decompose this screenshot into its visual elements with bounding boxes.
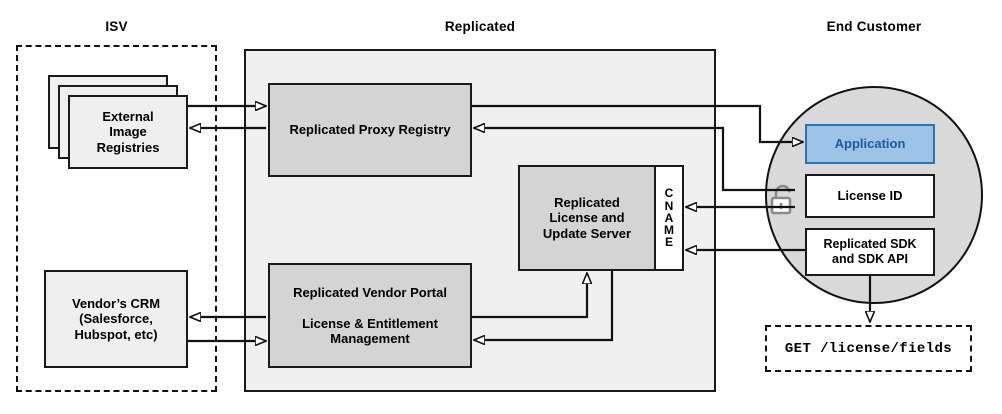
license-id-label: License ID — [837, 188, 903, 204]
replicated-sdk-box[interactable]: Replicated SDK and SDK API — [805, 228, 935, 276]
cname-letter-e: E — [664, 235, 673, 250]
external-image-registries[interactable]: External Image Registries — [48, 75, 188, 169]
vendor-portal-line-1: Replicated Vendor Portal — [293, 284, 447, 300]
cname-letter-c: C — [664, 186, 674, 201]
group-label-end-customer: End Customer — [826, 19, 922, 34]
crm-line-1: Vendor’s CRM — [71, 296, 161, 311]
edge-application-to-proxy — [474, 128, 795, 192]
stack-sheet-front: External Image Registries — [68, 95, 188, 169]
edge-vendor-portal-to-license-server — [472, 273, 587, 319]
replicated-vendor-portal[interactable]: Replicated Vendor Portal License & Entit… — [268, 263, 472, 368]
cname-letter-a: A — [664, 210, 674, 225]
application-box[interactable]: Application — [805, 124, 935, 164]
replicated-license-update-server[interactable]: Replicated License and Update Server — [518, 165, 656, 271]
replicated-proxy-registry[interactable]: Replicated Proxy Registry — [268, 83, 472, 177]
sdk-line-2: and SDK API — [832, 252, 908, 266]
license-server-line-2: License and — [549, 210, 625, 226]
license-server-line-3: Update Server — [542, 225, 632, 241]
crm-line-3: Hubspot, etc) — [74, 326, 158, 342]
group-container-isv — [16, 45, 217, 392]
sdk-line-1: Replicated SDK — [823, 237, 917, 252]
registries-line-3: Registries — [96, 139, 160, 155]
edge-proxy-to-application — [472, 104, 803, 142]
vendor-portal-line-2: License & Entitlement — [302, 315, 438, 331]
vendors-crm[interactable]: Vendor’s CRM (Salesforce, Hubspot, etc) — [44, 270, 188, 368]
group-label-isv: ISV — [105, 19, 128, 34]
license-server-line-1: Replicated — [554, 195, 620, 210]
application-label: Application — [834, 136, 906, 152]
cname-letter-m: M — [664, 223, 674, 238]
group-label-replicated: Replicated — [444, 19, 516, 34]
proxy-registry-label: Replicated Proxy Registry — [289, 122, 451, 138]
cname-strip[interactable]: C N A M E — [656, 165, 684, 271]
registries-line-2: Image — [109, 124, 147, 140]
api-request-label: GET /license/fields — [784, 340, 953, 357]
cname-letter-n: N — [664, 198, 674, 213]
registries-line-1: External — [102, 109, 154, 124]
api-request-box[interactable]: GET /license/fields — [765, 325, 972, 372]
vendor-portal-line-3: Management — [330, 331, 410, 347]
license-id-box[interactable]: License ID — [805, 174, 935, 218]
crm-line-2: (Salesforce, — [79, 311, 153, 327]
edge-license-server-to-vendor-portal — [474, 271, 614, 340]
